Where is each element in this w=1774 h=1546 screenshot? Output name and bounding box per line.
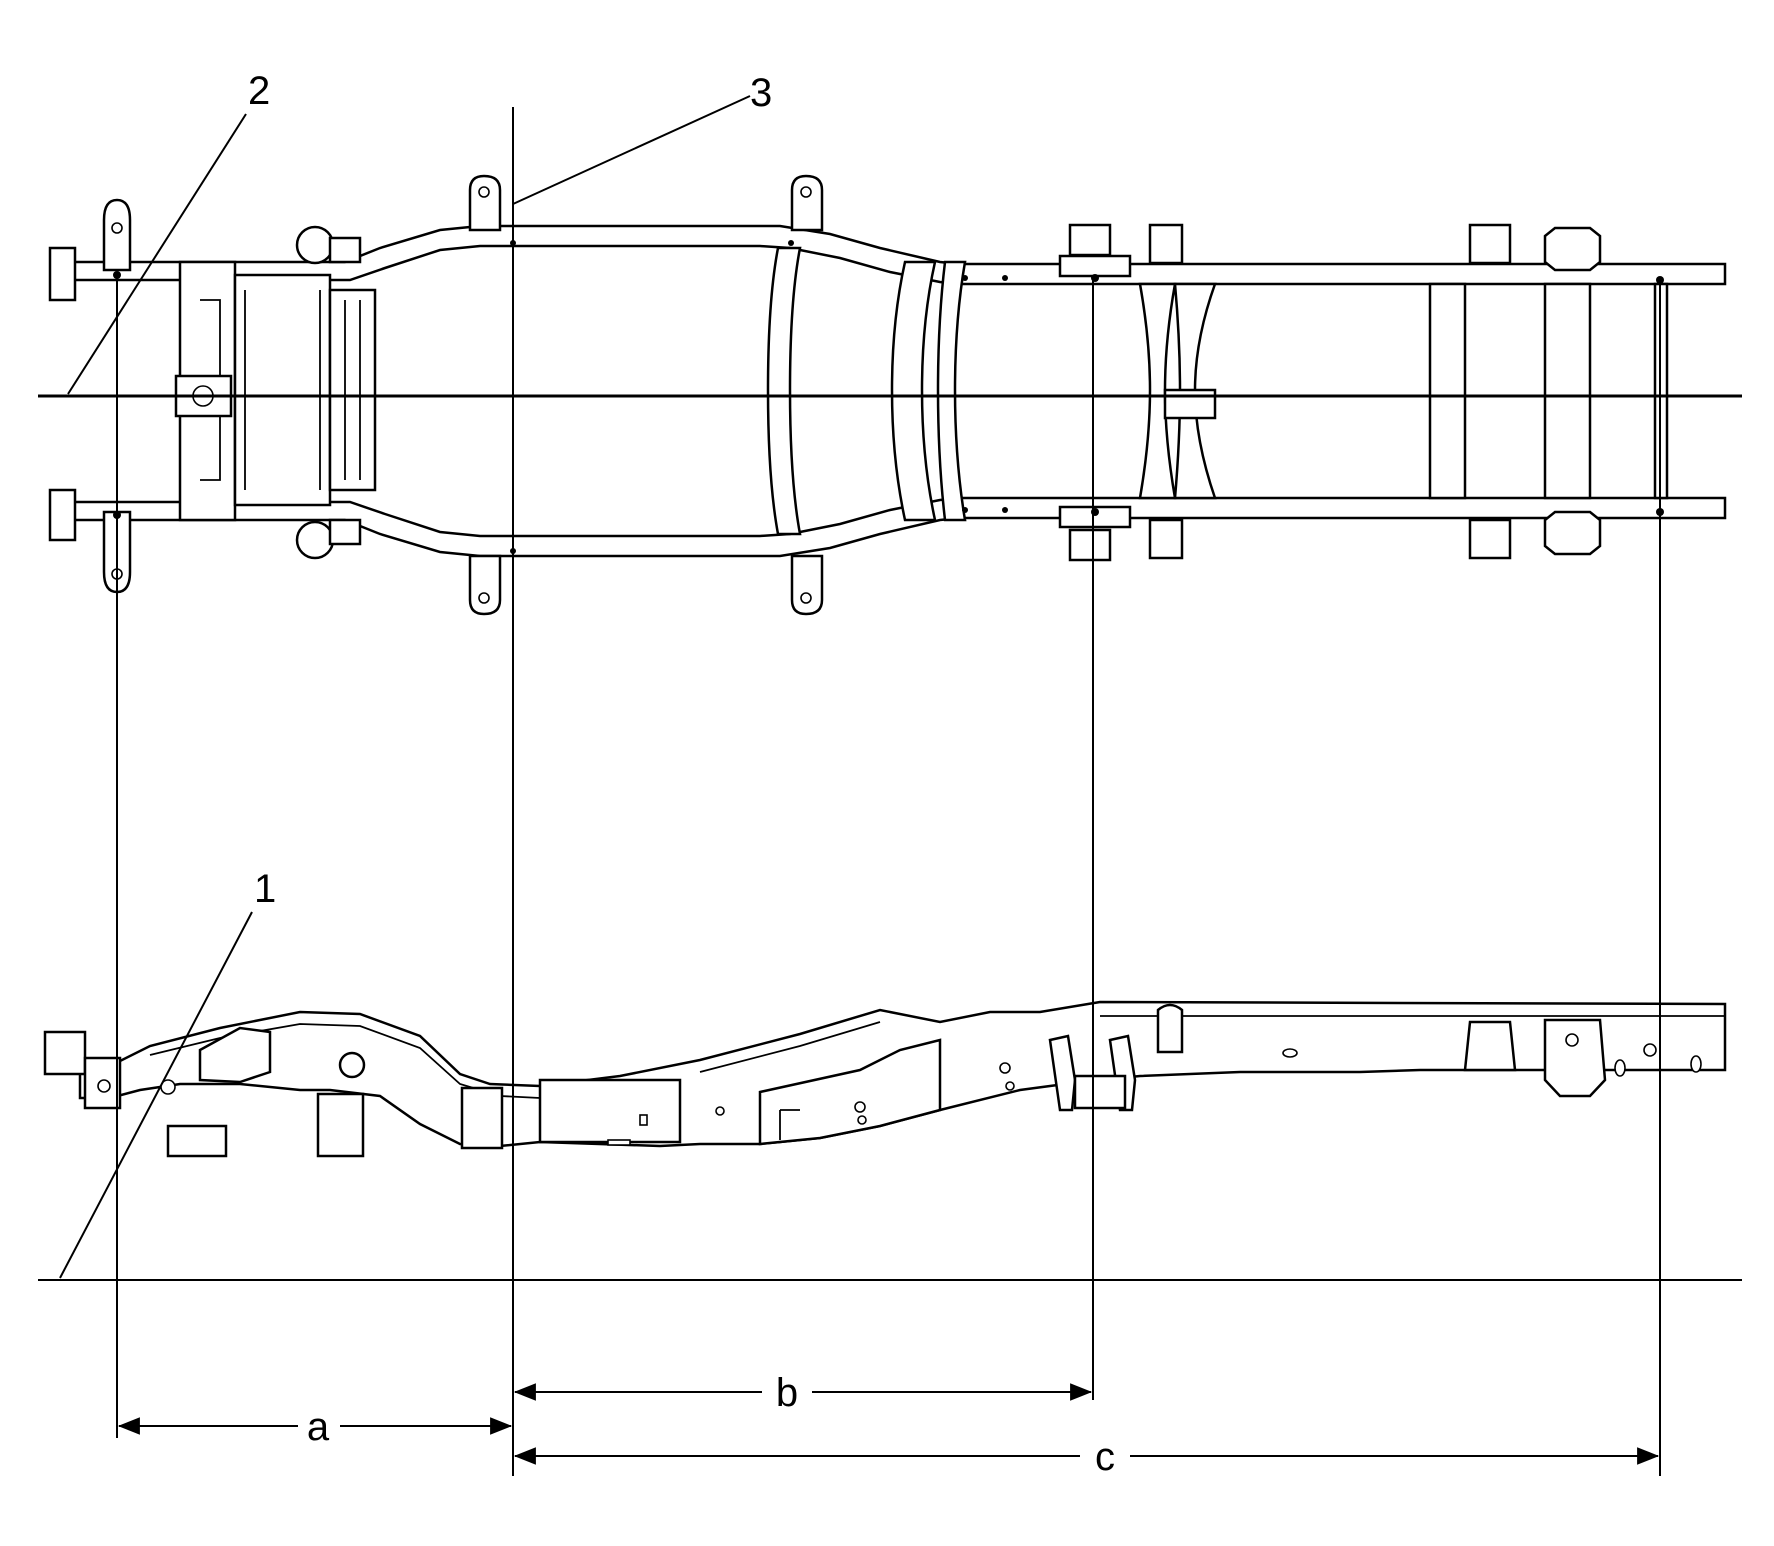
upper-control-arm-mount [198, 1026, 272, 1084]
spring-plate-lower [1058, 505, 1132, 529]
reference-lines [38, 107, 1742, 1476]
fuel-tank-bracket [758, 1038, 942, 1146]
shock-bracket-front [316, 1092, 365, 1158]
front-suspension-crossmember [328, 288, 377, 492]
dim-b-label: b [776, 1371, 798, 1415]
rear-spring-shackle [1463, 1020, 1517, 1072]
rear-shackle-lower [1468, 518, 1512, 560]
dim-c-label: c [1095, 1435, 1115, 1479]
engine-mount [460, 1086, 504, 1150]
mount-hole [111, 222, 123, 234]
shock-mount-lower [1148, 518, 1184, 560]
frame-top-view [48, 174, 1727, 616]
bumper-bracket-upper [48, 246, 77, 302]
spring-plate-upper [1058, 254, 1132, 278]
rear-crossmember-1 [1428, 282, 1467, 500]
body-mount-2-lower [468, 554, 502, 616]
body-mount-3-lower [790, 554, 824, 616]
shock-mount-upper [1148, 223, 1184, 265]
spring-hanger-lower [1068, 528, 1112, 562]
front-tow-bracket [43, 1030, 87, 1076]
rear-shackle-upper [1468, 223, 1512, 265]
callout-1-label: 1 [254, 867, 276, 911]
body-mount-3-upper [790, 174, 824, 232]
callout-3-label: 3 [750, 71, 772, 115]
center-crossmember-2 [936, 260, 967, 522]
control-arm-mount-lower [295, 520, 335, 560]
spring-hanger-upper [1068, 223, 1112, 257]
dimension-arrows [117, 1383, 1660, 1465]
callout-2-label: 2 [248, 69, 270, 113]
rear-spring-rear-hanger [1543, 1018, 1607, 1098]
rear-spring-mount-lower [1543, 510, 1602, 556]
center-crossmember [890, 260, 937, 522]
front-body-mount-upper [102, 198, 132, 272]
rear-spring-mount-upper [1543, 226, 1602, 272]
transmission-bracket [538, 1078, 682, 1144]
callout-2-leader [67, 113, 247, 395]
dim-a-label: a [307, 1405, 330, 1449]
steering-gear-mount [338, 1051, 366, 1079]
shock-mount-rear [1156, 1003, 1184, 1054]
transmission-crossmember [766, 246, 802, 536]
rear-spring-front-hanger [1048, 1034, 1077, 1112]
labels: 2 3 1 a b c [248, 69, 1115, 1479]
callout-3-leader [512, 95, 751, 205]
bumper-bracket-lower [48, 488, 77, 542]
front-subframe [233, 273, 332, 507]
callout-1-leader [59, 911, 253, 1279]
control-arm-mount-upper [295, 225, 335, 265]
lower-control-arm-mount [166, 1124, 228, 1158]
body-mount-2-upper [468, 174, 502, 232]
front-bumper-mount [83, 1056, 122, 1110]
rear-crossmember-2 [1543, 282, 1592, 500]
frame-rail-lower [53, 496, 1727, 558]
frame-side-view [43, 1000, 1727, 1158]
callout-leaders [59, 95, 751, 1279]
frame-rail-upper [53, 224, 1727, 286]
rear-axle-bracket [1163, 388, 1217, 420]
spring-hanger-box [1073, 1074, 1127, 1110]
